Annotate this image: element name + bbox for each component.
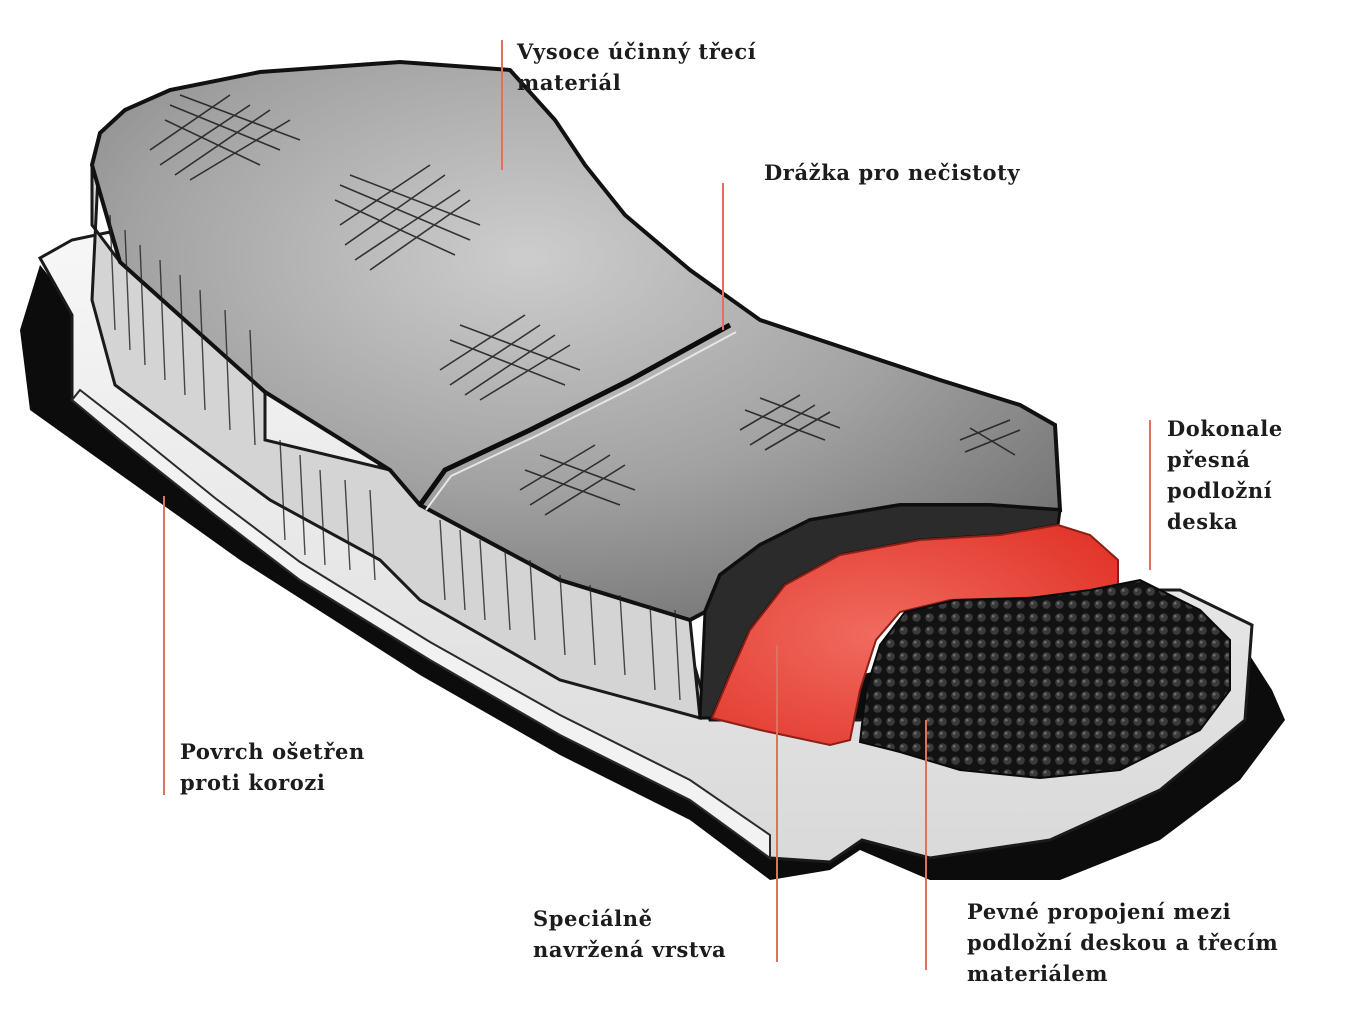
- bond-texture: [858, 578, 1231, 780]
- side-wall-strokes: [109, 214, 681, 701]
- label-line: materiál: [517, 70, 622, 95]
- label-line: Speciálně: [533, 906, 653, 931]
- dirt-groove-highlight: [425, 331, 737, 511]
- label-line: Pevné propojení mezi: [967, 899, 1232, 924]
- label-line: podložní deskou a třecím: [967, 930, 1279, 955]
- label-backing-plate: Dokonale přesná podložní deska: [1167, 413, 1283, 537]
- label-friction-material: Vysoce účinný třecí materiál: [517, 36, 756, 98]
- label-line: Povrch ošetřen: [180, 739, 365, 764]
- label-line: proti korozi: [180, 770, 326, 795]
- label-line: podložní: [1167, 478, 1273, 503]
- label-bond: Pevné propojení mezi podložní deskou a t…: [967, 896, 1278, 989]
- label-line: Drážka pro nečistoty: [764, 160, 1021, 185]
- friction-material-top: [89, 59, 1063, 623]
- label-line: deska: [1167, 509, 1239, 534]
- label-line: Dokonale: [1167, 416, 1283, 441]
- leader-lines: [163, 40, 1151, 970]
- label-dirt-groove: Drážka pro nečistoty: [764, 157, 1020, 188]
- label-special-layer: Speciálně navržená vrstva: [533, 903, 726, 965]
- dirt-groove: [417, 322, 732, 507]
- label-line: navržená vrstva: [533, 937, 727, 962]
- label-line: materiálem: [967, 961, 1109, 986]
- label-line: Vysoce účinný třecí: [517, 39, 757, 64]
- label-line: přesná: [1167, 447, 1251, 472]
- label-corrosion-treatment: Povrch ošetřen proti korozi: [180, 736, 365, 798]
- hatching-marks: [149, 94, 1021, 516]
- backing-plate-edge: [70, 388, 771, 860]
